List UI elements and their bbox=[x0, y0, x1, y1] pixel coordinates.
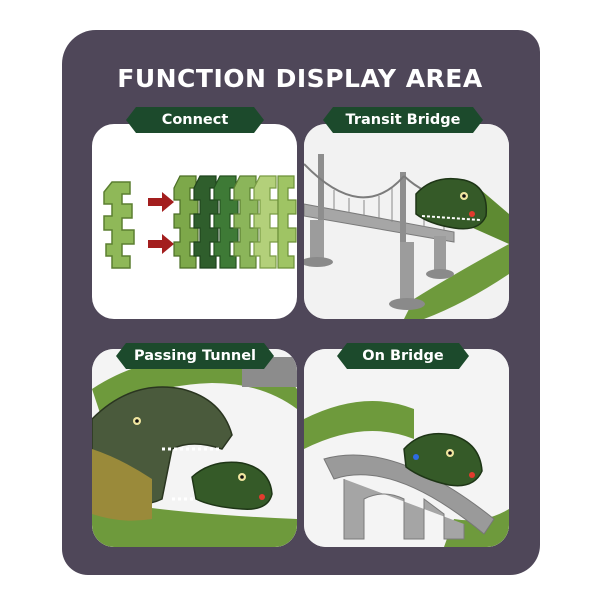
panel-label-passing-tunnel: Passing Tunnel bbox=[116, 343, 274, 369]
panel-transit-bridge bbox=[304, 124, 509, 319]
tunnel-dinosaur-head-icon bbox=[92, 386, 242, 521]
dinosaur-car-icon bbox=[403, 432, 483, 487]
panel-label-transit-bridge: Transit Bridge bbox=[323, 107, 483, 133]
dinosaur-car-icon bbox=[415, 177, 488, 230]
track-pieces-connected bbox=[173, 175, 297, 269]
connect-illustration bbox=[103, 175, 297, 269]
panel-label-on-bridge: On Bridge bbox=[337, 343, 469, 369]
page-title: FUNCTION DISPLAY AREA bbox=[117, 64, 483, 93]
panel-passing-tunnel bbox=[92, 349, 297, 547]
panel-connect bbox=[92, 124, 297, 319]
panel-on-bridge bbox=[304, 349, 509, 547]
passing-tunnel-illustration bbox=[92, 349, 297, 547]
arrow-right-icon bbox=[148, 192, 174, 212]
transit-bridge-illustration bbox=[304, 124, 509, 319]
on-bridge-illustration bbox=[304, 349, 509, 547]
arrow-right-icon bbox=[148, 234, 174, 254]
dinosaur-car-icon bbox=[191, 461, 273, 510]
track-piece-single bbox=[103, 181, 135, 269]
panel-label-connect: Connect bbox=[126, 107, 264, 133]
